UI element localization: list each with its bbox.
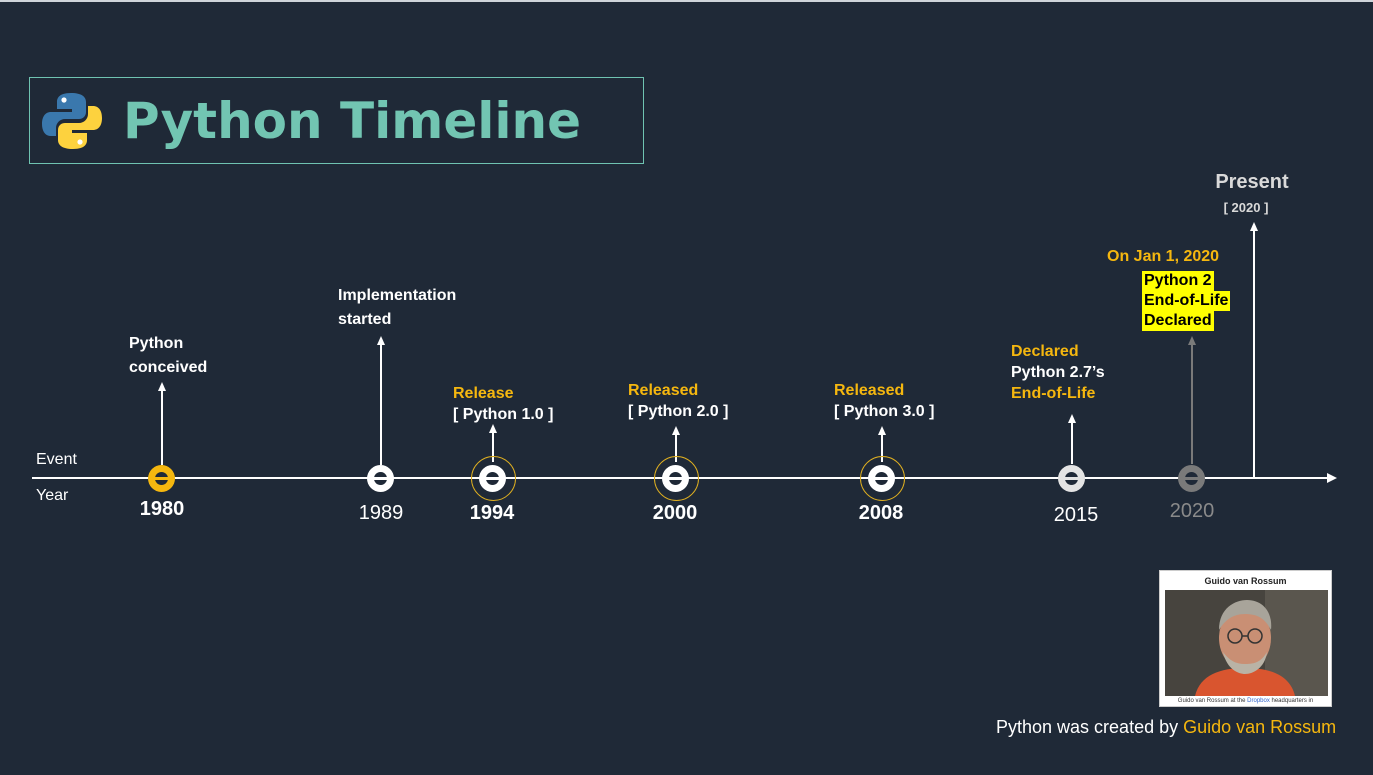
event-label-2008: Released [ Python 3.0 ] — [834, 382, 935, 420]
axis-arrow-icon — [1327, 473, 1337, 483]
page-title: Python Timeline — [123, 92, 582, 150]
up-arrow-icon — [1068, 414, 1076, 423]
event-connector — [675, 434, 677, 462]
event-label-1989: Implementation started — [338, 287, 457, 328]
highlight-ring — [654, 456, 699, 501]
guido-portrait-image — [1165, 590, 1328, 696]
timeline-node-2015 — [1058, 465, 1085, 492]
event-label-2015: Declared Python 2.7’s End-of-Life — [1011, 343, 1105, 402]
up-arrow-icon — [377, 336, 385, 345]
present-line — [1253, 230, 1255, 477]
python-logo-icon — [42, 93, 102, 149]
present-label: Present — [1215, 171, 1289, 193]
highlight-ring — [860, 456, 905, 501]
event-label-1994: Release [ Python 1.0 ] — [453, 385, 554, 423]
portrait-illustration-icon — [1165, 590, 1328, 696]
event-label-2020: Python 2 End-of-Life Declared — [1142, 271, 1231, 331]
dropbox-link[interactable]: Dropbox — [1247, 698, 1270, 704]
photo-title: Guido van Rossum — [1204, 576, 1287, 586]
year-label-2008: 2008 — [858, 502, 904, 524]
timeline-node-1994 — [479, 465, 506, 492]
event-connector — [492, 432, 494, 462]
event-connector — [161, 390, 163, 465]
up-arrow-icon — [489, 424, 497, 433]
present-year: [ 2020 ] — [1223, 200, 1269, 215]
year-label-2020: 2020 — [1169, 500, 1215, 522]
timeline-node-2020 — [1178, 465, 1205, 492]
year-label-2000: 2000 — [652, 502, 698, 524]
timeline-node-2008 — [868, 465, 895, 492]
photo-caption: Guido van Rossum at the Dropbox headquar… — [1177, 698, 1314, 704]
year-label-2015: 2015 — [1053, 504, 1099, 526]
year-label-1994: 1994 — [469, 502, 515, 524]
event-connector — [1071, 422, 1073, 464]
event-label-1980: Python conceived — [129, 335, 208, 376]
creator-credit: Python was created by Guido van Rossum — [996, 717, 1337, 737]
event-connector — [380, 345, 382, 465]
event-date-2020: On Jan 1, 2020 — [1107, 248, 1220, 265]
timeline-node-2000 — [662, 465, 689, 492]
timeline-node-1989 — [367, 465, 394, 492]
up-arrow-icon — [1188, 336, 1196, 345]
top-border — [0, 0, 1373, 2]
timeline-node-1980 — [148, 465, 175, 492]
highlight-ring — [471, 456, 516, 501]
axis-event-label: Event — [36, 451, 77, 468]
up-arrow-icon — [158, 382, 166, 391]
up-arrow-icon — [672, 426, 680, 435]
guido-photo-card: Guido van Rossum Guido van Rossum at the… — [1159, 570, 1332, 707]
title-box: Python Timeline — [29, 77, 644, 164]
event-connector — [881, 434, 883, 462]
year-label-1980: 1980 — [139, 498, 185, 520]
event-label-2000: Released [ Python 2.0 ] — [628, 382, 729, 420]
up-arrow-icon — [878, 426, 886, 435]
axis-year-label: Year — [36, 487, 69, 504]
year-label-1989: 1989 — [358, 502, 404, 524]
up-arrow-icon — [1250, 222, 1258, 231]
event-connector — [1191, 345, 1193, 464]
